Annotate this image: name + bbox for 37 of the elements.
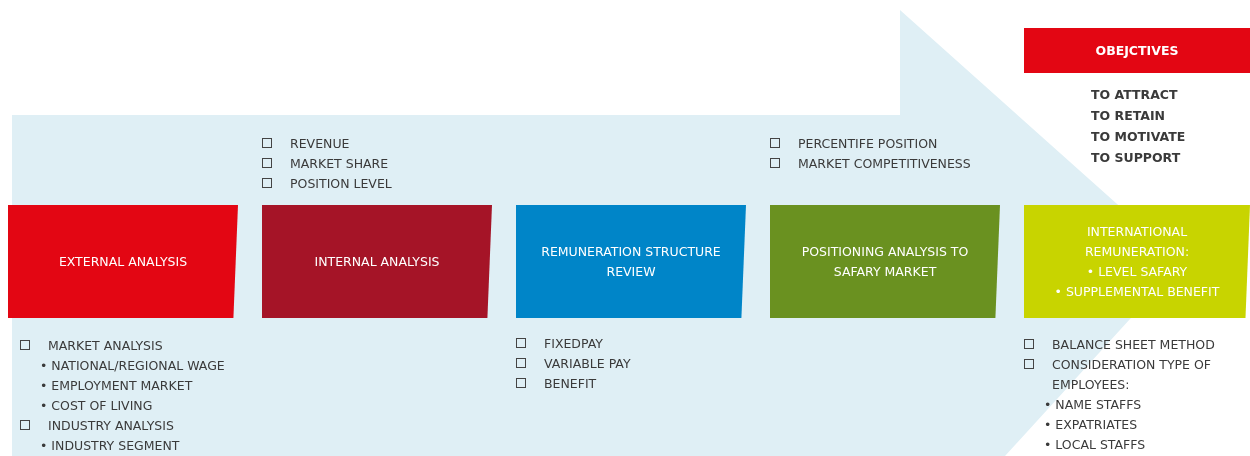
objective-item: TO RETAIN — [1091, 107, 1166, 125]
bullet-item: • COST OF LIVING — [40, 398, 153, 413]
checklist-item: FIXEDPAY — [544, 336, 603, 351]
objective-item: TO MOTIVATE — [1091, 128, 1186, 146]
step-title: OBEJCTIVES — [1095, 41, 1179, 60]
bullet-item: • INDUSTRY SEGMENT — [40, 438, 180, 453]
step-box — [516, 205, 746, 318]
step-title: EXTERNAL ANALYSIS — [58, 252, 188, 271]
checklist-item: MARKET ANALYSIS — [48, 338, 163, 353]
bullet-item: • NAME STAFFS — [1044, 397, 1142, 412]
step-box — [1024, 205, 1250, 318]
bullet-item: • SUPPLEMENTAL BENEFIT — [1054, 282, 1220, 301]
checklist-item: BENEFIT — [544, 376, 597, 391]
bullet-item: • LEVEL SAFARY — [1086, 262, 1188, 281]
checklist-item: INDUSTRY ANALYSIS — [48, 418, 174, 433]
checklist-item: POSITION LEVEL — [290, 176, 392, 191]
step-title: INTERNAL ANALYSIS — [314, 252, 440, 271]
objectives-banner — [1024, 28, 1250, 73]
bullet-item: • LOCAL STAFFS — [1044, 437, 1146, 452]
checklist-item: VARIABLE PAY — [544, 356, 631, 371]
objective-item: TO ATTRACT — [1091, 86, 1179, 104]
checklist-item: CONSIDERATION TYPE OF EMPLOYEES: — [1052, 356, 1212, 394]
checklist-item: PERCENTIFE POSITION — [798, 136, 938, 151]
checklist-item: BALANCE SHEET METHOD — [1052, 337, 1215, 352]
objective-item: TO SUPPORT — [1091, 149, 1182, 167]
step-box — [262, 205, 492, 318]
bullet-item: • NATIONAL/REGIONAL WAGE — [40, 358, 225, 373]
checklist-item: REVENUE — [290, 136, 350, 151]
bullet-item: • EXPATRIATES — [1044, 417, 1138, 432]
checklist-item: MARKET COMPETITIVENESS — [798, 156, 971, 171]
step-title: REMUNERATION STRUCTURE REVIEW — [540, 242, 722, 281]
step-title: INTERNATIONAL REMUNERATION: — [1083, 222, 1191, 261]
checklist-item: MARKET SHARE — [290, 156, 389, 171]
bullet-item: • EMPLOYMENT MARKET — [40, 378, 193, 393]
step-box — [8, 205, 238, 318]
step-box — [770, 205, 1000, 318]
step-title: POSITIONING ANALYSIS TO SAFARY MARKET — [800, 242, 970, 281]
